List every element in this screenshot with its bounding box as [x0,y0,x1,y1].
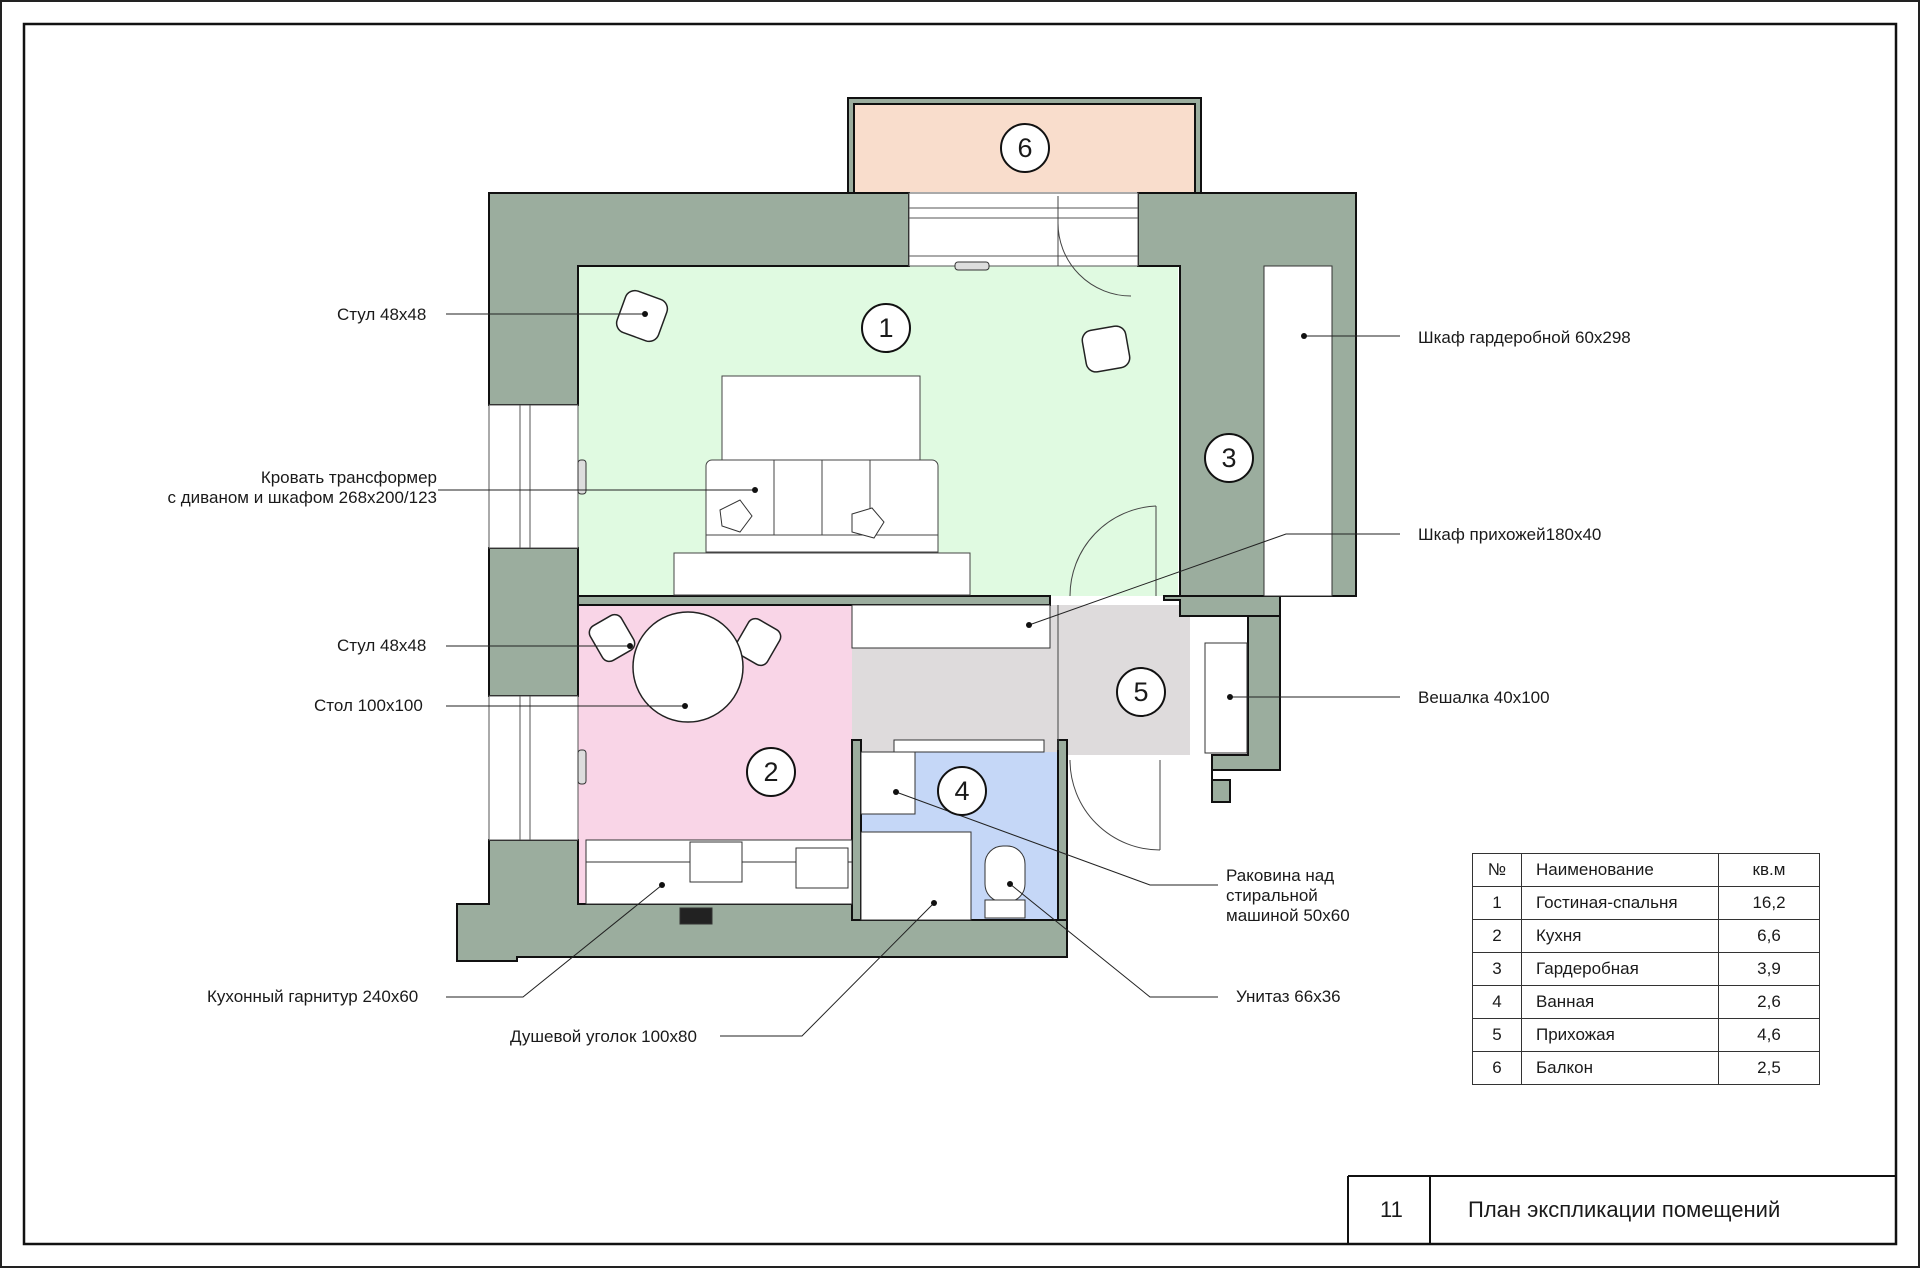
label-toilet: Унитаз 66х36 [1236,987,1341,1006]
table-cell: 6 [1472,1051,1522,1085]
table-cell: 3 [1472,952,1522,986]
title-block-frame [1347,1175,1896,1244]
explication-table: № Наименование кв.м 1 Гостиная-спальня 1… [1472,853,1820,1085]
hall-furniture [851,265,1333,754]
table-cell: Балкон [1521,1051,1719,1085]
table-cell: 16,2 [1718,886,1820,920]
label-sink-line2: стиральной [1226,886,1318,905]
label-sink: Раковина над стиральной машиной 50х60 [1226,866,1350,926]
sheet-title: План экспликации помещений [1468,1197,1781,1222]
label-hanger: Вешалка 40х100 [1418,688,1550,707]
table-cell: Кухня [1521,919,1719,953]
label-hall-cabinet: Шкаф прихожей180х40 [1418,525,1602,544]
bath-fixtures [860,751,1026,921]
dining-table [632,611,744,723]
chairs [588,289,1131,667]
leader-lines [438,313,1400,1037]
table-row: 1 Гостиная-спальня 16,2 [1472,886,1820,920]
label-shower: Душевой уголок 100х80 [510,1027,697,1046]
label-table: Стол 100х100 [314,696,423,715]
table-cell: 3,9 [1718,952,1820,986]
room-number-6: 6 [1000,123,1050,173]
kitchen-set [585,839,853,925]
table-row: 6 Балкон 2,5 [1472,1051,1820,1085]
label-bed-line1: Кровать трансформер [260,468,437,487]
table-header-cell: № [1472,853,1522,887]
leader-dots [627,311,1307,906]
table-header-row: № Наименование кв.м [1472,853,1820,887]
label-kitchen-set: Кухонный гарнитур 240х60 [207,987,419,1006]
label-bed: Кровать трансформер с диваном и шкафом 2… [168,468,437,508]
label-bed-line2: с диваном и шкафом 268х200/123 [167,488,437,507]
table-cell: 5 [1472,1018,1522,1052]
room-number-2: 2 [746,747,796,797]
label-wardrobe: Шкаф гардеробной 60х298 [1418,328,1631,347]
room-number-3: 3 [1204,433,1254,483]
table-cell: 2,6 [1718,985,1820,1019]
radiators [577,261,990,785]
table-cell: 4 [1472,985,1522,1019]
doors [1057,196,1161,851]
table-cell: 6,6 [1718,919,1820,953]
label-sink-line3: машиной 50х60 [1226,906,1350,925]
table-row: 5 Прихожая 4,6 [1472,1018,1820,1052]
room-number-5: 5 [1116,667,1166,717]
table-cell: 2,5 [1718,1051,1820,1085]
label-sink-line1: Раковина над [1226,866,1335,885]
table-cell: 4,6 [1718,1018,1820,1052]
table-cell: 2 [1472,919,1522,953]
table-cell: Прихожая [1521,1018,1719,1052]
room-number-1: 1 [861,303,911,353]
table-cell: Гардеробная [1521,952,1719,986]
table-header-cell: кв.м [1718,853,1820,887]
label-chair-top: Стул 48х48 [337,305,427,324]
label-chair-kitchen: Стул 48х48 [337,636,427,655]
table-cell: 1 [1472,886,1522,920]
windows [488,192,1139,841]
inner-frame [22,22,1898,1246]
sheet-number: 11 [1380,1197,1403,1222]
table-header-cell: Наименование [1521,853,1719,887]
cushions [719,499,885,539]
table-row: 4 Ванная 2,6 [1472,985,1820,1019]
table-row: 2 Кухня 6,6 [1472,919,1820,953]
table-cell: Ванная [1521,985,1719,1019]
table-cell: Гостиная-спальня [1521,886,1719,920]
room-number-4: 4 [937,766,987,816]
table-row: 3 Гардеробная 3,9 [1472,952,1820,986]
